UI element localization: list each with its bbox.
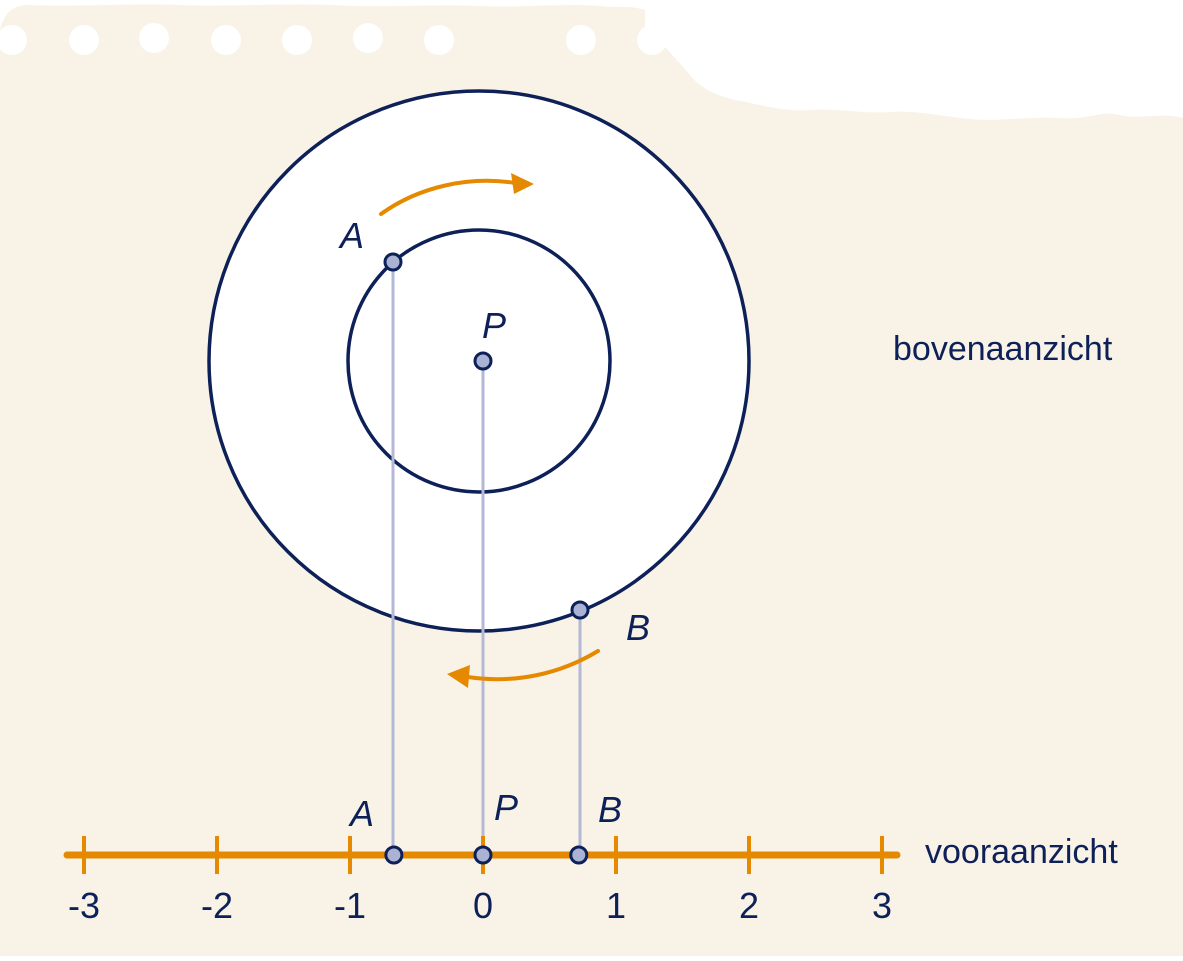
- point-p-top: [473, 351, 493, 371]
- point-a-front: [384, 845, 404, 865]
- label-p-top: P: [482, 305, 506, 346]
- number-line-ticks: -3 -2 -1 0 1 2 3: [68, 836, 892, 926]
- front-view-label: vooraanzicht: [925, 833, 1118, 871]
- punch-hole: [566, 25, 596, 55]
- point-p-front: [473, 845, 493, 865]
- tick-label: 1: [606, 885, 626, 926]
- point-b-top: [570, 600, 590, 620]
- label-p-front: P: [494, 787, 518, 828]
- point-a-top: [383, 252, 403, 272]
- punch-hole: [282, 25, 312, 55]
- punch-holes: [0, 23, 667, 55]
- rotation-arrow-bottom: [447, 649, 600, 688]
- label-a-top: A: [338, 215, 364, 256]
- punch-hole: [353, 23, 383, 53]
- punch-hole: [139, 23, 169, 53]
- tick-label: 0: [473, 885, 493, 926]
- label-b-front: B: [598, 789, 622, 830]
- point-b-front: [569, 845, 589, 865]
- label-a-front: A: [348, 793, 374, 834]
- tick-label: -3: [68, 885, 100, 926]
- punch-hole: [424, 25, 454, 55]
- inner-circle: [346, 228, 612, 494]
- tick-label: -1: [334, 885, 366, 926]
- label-b-top: B: [626, 607, 650, 648]
- tick-label: 3: [872, 885, 892, 926]
- top-view-label: bovenaanzicht: [893, 330, 1113, 368]
- punch-hole: [637, 25, 667, 55]
- punch-hole: [69, 25, 99, 55]
- punch-hole: [0, 25, 27, 55]
- rotation-arrow-top: [379, 173, 534, 216]
- punch-hole: [211, 25, 241, 55]
- tick-label: -2: [201, 885, 233, 926]
- tick-label: 2: [739, 885, 759, 926]
